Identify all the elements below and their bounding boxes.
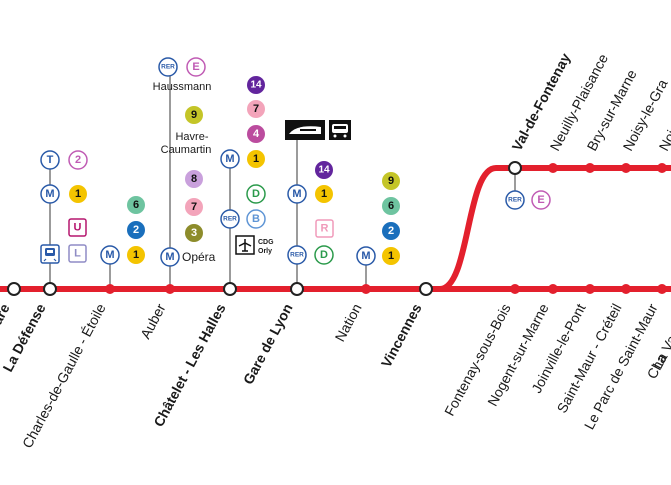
- badge-d: D: [252, 188, 260, 200]
- connections-gare-de-lyon: 14 M 1 R RER D: [285, 120, 351, 265]
- badge-metro: M: [105, 249, 114, 261]
- station-name-left-cut: are: [0, 301, 13, 327]
- stop-auber: [165, 284, 175, 294]
- connections-chatelet: 14 7 4 1 M D RER B CDG Orly: [220, 76, 274, 255]
- badge-b: B: [252, 213, 260, 225]
- station-name-auber: Auber: [137, 301, 169, 342]
- badge-r: R: [321, 223, 329, 235]
- stop-nation: [361, 284, 371, 294]
- connections-la-defense: T 2 M 1 U L: [40, 150, 88, 264]
- tgv-icon: [285, 120, 325, 140]
- badge-m14: 14: [318, 165, 330, 176]
- badge-metro: M: [45, 188, 54, 200]
- label-caumartin: Caumartin: [161, 144, 212, 156]
- label-haussmann: Haussmann: [153, 81, 212, 93]
- connections-auber: RER E Haussmann 9 Havre- Caumartin 8 7 3…: [153, 57, 216, 267]
- stop-noisy-le-grand: [621, 163, 631, 173]
- connections-nation: 9 6 2 1 M: [356, 172, 400, 266]
- station-name-noisy-cut: Noi: [656, 127, 671, 153]
- label-cdg: CDG: [258, 239, 274, 246]
- badge-m1: 1: [388, 250, 394, 262]
- badge-metro: M: [165, 251, 174, 263]
- bus-icon: [329, 120, 351, 140]
- stop-chatelet: [223, 282, 237, 296]
- stop-saint-maur-creteil: [621, 284, 631, 294]
- stop-neuilly-plaisance: [548, 163, 558, 173]
- label-havre: Havre-: [175, 131, 208, 143]
- stop-la-defense: [43, 282, 57, 296]
- badge-m7: 7: [253, 103, 259, 115]
- station-name-saint-maur-creteil: Saint-Maur - Créteil: [554, 301, 625, 416]
- badge-m2: 2: [133, 224, 139, 236]
- connections-val-de-fontenay: RER E: [505, 190, 551, 210]
- badge-m1: 1: [321, 188, 327, 200]
- badge-m3: 3: [191, 227, 197, 239]
- stop-nogent-sur-marne: [548, 284, 558, 294]
- badge-m2: 2: [388, 225, 394, 237]
- airplane-icon: [235, 235, 255, 255]
- badge-e: E: [192, 61, 199, 73]
- badge-l: L: [74, 248, 81, 260]
- stop-bry-sur-marne: [585, 163, 595, 173]
- stop-fontenay-sous-bois: [510, 284, 520, 294]
- station-name-gare-de-lyon: Gare de Lyon: [240, 301, 296, 387]
- badge-rer: RER: [223, 216, 237, 223]
- badge-m1: 1: [75, 188, 81, 200]
- stop-noisy-cut: [657, 163, 667, 173]
- badge-m7: 7: [191, 201, 197, 213]
- badge-d: D: [320, 249, 328, 261]
- station-name-nation: Nation: [332, 301, 365, 344]
- connector-lines: [49, 72, 516, 289]
- badge-m9: 9: [191, 109, 197, 121]
- stop-val-de-fontenay: [508, 161, 522, 175]
- train-icon: [40, 244, 60, 264]
- badge-m14: 14: [250, 80, 262, 91]
- badge-m6: 6: [388, 200, 394, 212]
- label-orly: Orly: [258, 248, 272, 255]
- stop-joinville-le-pont: [585, 284, 595, 294]
- line-rer-a: [0, 165, 671, 292]
- badge-rer: RER: [508, 197, 522, 204]
- badge-m9: 9: [388, 175, 394, 187]
- stop-left-cut: [7, 282, 21, 296]
- stop-vincennes: [419, 282, 433, 296]
- stop-le-parc: [657, 284, 667, 294]
- badge-u: U: [74, 222, 82, 234]
- badge-metro: M: [225, 153, 234, 165]
- badge-m1: 1: [253, 153, 259, 165]
- badge-m4: 4: [253, 128, 260, 140]
- stop-cdg-etoile: [105, 284, 115, 294]
- badge-rer: RER: [161, 64, 175, 71]
- badge-tram: T: [47, 154, 54, 166]
- connections-cdg-etoile: 6 2 1 M: [100, 196, 145, 265]
- label-opera: Opéra: [182, 250, 216, 264]
- station-labels: are La Défense Charles-de-Gaulle - Étoil…: [0, 50, 671, 450]
- badge-metro: M: [361, 250, 370, 262]
- station-name-vincennes: Vincennes: [378, 301, 425, 370]
- badge-m6: 6: [133, 199, 139, 211]
- badge-m8: 8: [191, 173, 197, 185]
- badge-metro: M: [292, 188, 301, 200]
- badge-m1: 1: [133, 249, 139, 261]
- stop-gare-de-lyon: [290, 282, 304, 296]
- badge-t2: 2: [75, 154, 81, 166]
- badge-rer: RER: [290, 252, 304, 259]
- val-de-fontenay-branch: [439, 165, 671, 292]
- station-markers: [7, 161, 667, 296]
- station-name-fontenay-sous-bois: Fontenay-sous-Bois: [441, 301, 514, 418]
- badge-e: E: [537, 194, 544, 206]
